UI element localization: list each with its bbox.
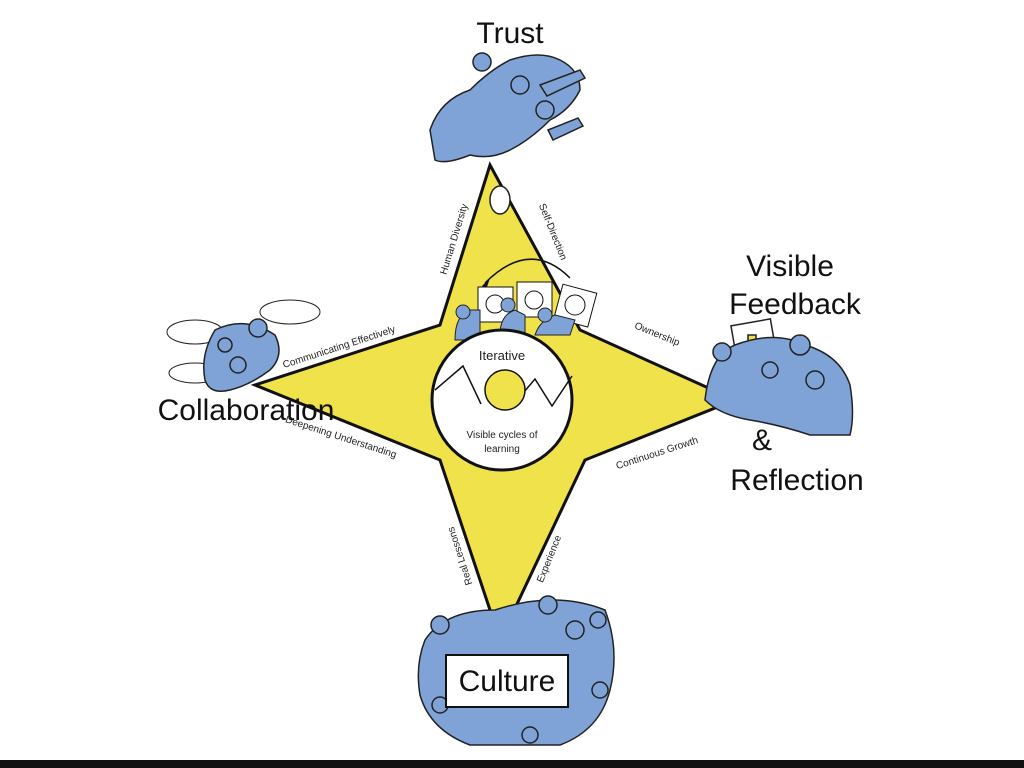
node-culture: Culture <box>459 665 556 698</box>
trust-people-illustration <box>429 52 587 215</box>
node-trust: Trust <box>476 17 544 50</box>
bottom-border <box>0 760 1024 768</box>
node-ampersand: & <box>752 424 772 457</box>
cycle-center-dot <box>484 369 526 411</box>
feedback-people-illustration <box>704 318 854 436</box>
cycle-zigzag-right <box>523 375 573 408</box>
cycle-zigzag-line <box>434 364 482 405</box>
center-title: Iterative <box>479 348 525 363</box>
edge-ownership: Ownership <box>633 321 682 349</box>
iteration-sketches-illustration <box>454 258 598 341</box>
center-caption-1: Visible cycles of <box>467 430 538 441</box>
node-feedback: Feedback <box>729 288 862 321</box>
edge-self-direction: Self-Direction <box>536 202 569 262</box>
culture-box <box>445 654 569 708</box>
collaboration-people-illustration <box>166 299 321 392</box>
center-caption-2: learning <box>484 444 520 455</box>
node-visible: Visible <box>746 250 834 283</box>
node-collaboration: Collaboration <box>158 394 335 427</box>
node-reflection: Reflection <box>730 464 863 497</box>
